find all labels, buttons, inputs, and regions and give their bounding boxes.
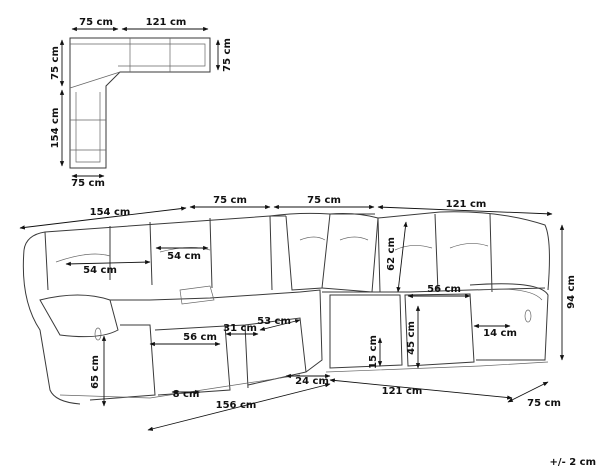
sofa-drawing <box>22 211 550 405</box>
dim-back-height: 62 cm <box>386 237 397 271</box>
dim-seat-left: 54 cm <box>83 265 117 276</box>
dim-armrest: 14 cm <box>483 328 517 339</box>
dim-left-width: 154 cm <box>90 207 131 218</box>
front-view-dims <box>19 204 565 431</box>
top-left-label: 75 cm <box>79 17 113 28</box>
dim-base-right: 121 cm <box>382 386 423 397</box>
top-view-dims <box>59 26 221 179</box>
left-lower-label: 154 cm <box>50 108 61 149</box>
dim-depth-right: 75 cm <box>527 398 561 409</box>
dim-total-height-left: 65 cm <box>90 355 101 389</box>
right-side-label: 75 cm <box>222 38 233 72</box>
dim-seat-width-right: 56 cm <box>427 284 461 295</box>
tolerance-note: +/- 2 cm <box>550 457 596 468</box>
dim-seat-middle: 54 cm <box>167 251 201 262</box>
dim-right-width: 121 cm <box>446 199 487 210</box>
dim-seat-depth-mid: 53 cm <box>257 316 291 327</box>
left-upper-label: 75 cm <box>50 46 61 80</box>
dim-corner-right: 75 cm <box>307 195 341 206</box>
top-right-label: 121 cm <box>146 17 187 28</box>
bottom-label: 75 cm <box>71 178 105 189</box>
dim-leg: 8 cm <box>173 389 200 400</box>
dim-corner-left: 75 cm <box>213 195 247 206</box>
dim-height: 94 cm <box>566 275 577 309</box>
dim-console: 31 cm <box>223 323 257 334</box>
top-view-outline <box>69 37 211 169</box>
dim-seat-depth-left: 56 cm <box>183 332 217 343</box>
dim-base-left: 156 cm <box>216 400 257 411</box>
dim-footrest: 15 cm <box>368 335 379 369</box>
dim-gap: 24 cm <box>295 376 329 387</box>
dim-seat-height: 45 cm <box>406 321 417 355</box>
